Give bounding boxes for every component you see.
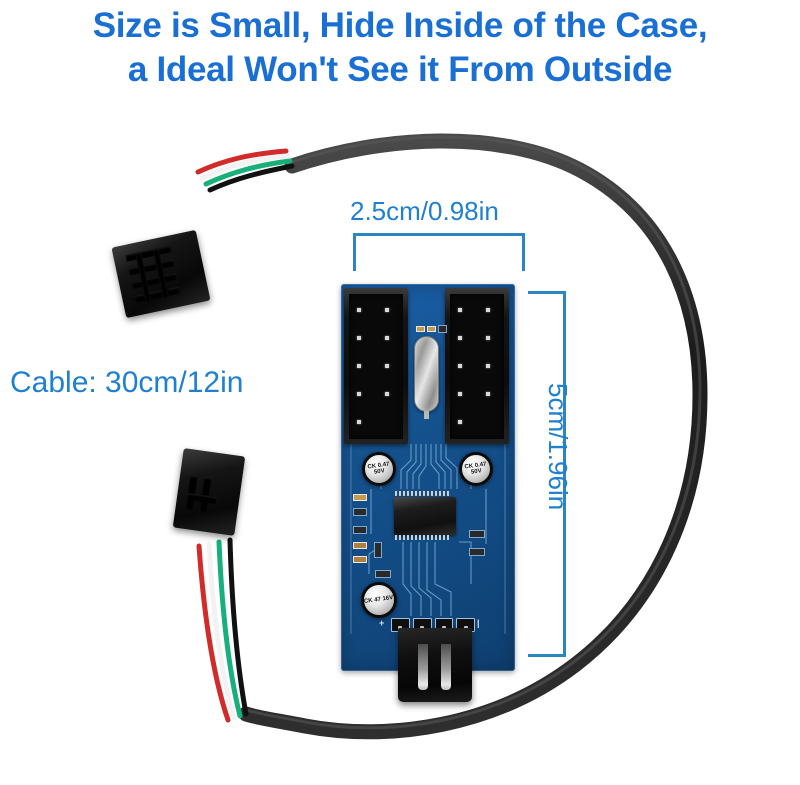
wire-white-bottom xyxy=(206,541,237,721)
usb-header-left-cavity xyxy=(349,294,403,439)
wire-white-top xyxy=(199,153,291,181)
power-blade-right xyxy=(441,644,451,690)
width-dimension-label: 2.5cm/0.98in xyxy=(350,196,499,226)
power-minus-marking: | xyxy=(477,618,480,628)
smd-right-2 xyxy=(469,548,485,556)
smd-left-2 xyxy=(353,508,367,516)
headline-line-1: Size is Small, Hide Inside of the Case, xyxy=(92,6,708,45)
power-blade-left xyxy=(418,644,428,690)
cable-length-label: Cable: 30cm/12in xyxy=(10,366,244,399)
ic-pins-bottom xyxy=(395,535,449,540)
capacitor-right-label: CK 0.47 50V xyxy=(464,461,487,476)
capacitor-bottom-label: CK 47 16V xyxy=(364,594,394,605)
crystal-oscillator xyxy=(414,336,439,419)
cable-connector-bottom xyxy=(172,448,246,536)
wire-black-bottom xyxy=(227,537,249,717)
capacitor-left: CK 0.47 50V xyxy=(362,452,396,486)
cable-connector-top xyxy=(111,229,211,319)
wire-red-top xyxy=(195,148,289,175)
capacitor-bottom: CK 47 16V xyxy=(361,582,397,618)
smd-diode-top xyxy=(438,325,447,333)
wire-black-top xyxy=(207,163,295,193)
width-dimension-bracket xyxy=(353,233,525,271)
power-plus-marking: + xyxy=(379,618,385,628)
height-dimension-bracket xyxy=(528,291,566,657)
usb-header-right xyxy=(445,288,509,444)
capacitor-right: CK 0.47 50V xyxy=(459,452,493,486)
smd-left-4 xyxy=(353,542,367,549)
smd-left-6 xyxy=(374,542,382,558)
wire-green-top xyxy=(203,158,293,187)
ic-pins-top xyxy=(395,491,449,496)
smd-left-7 xyxy=(375,570,391,578)
headline-line-2: a Ideal Won't See it From Outside xyxy=(127,49,673,89)
smd-left-1 xyxy=(353,494,367,501)
smd-right-1 xyxy=(469,530,485,538)
headline: Size is Small, Hide Inside of the Case, … xyxy=(0,4,800,92)
smd-left-5 xyxy=(353,556,367,563)
smd-resistor-top-2 xyxy=(427,326,436,332)
main-ic-chip xyxy=(394,497,456,535)
power-connector-plug xyxy=(398,628,472,702)
usb-header-left xyxy=(344,288,408,444)
wire-green-bottom xyxy=(216,539,243,719)
wire-red-bottom xyxy=(196,543,231,723)
usb-header-right-cavity xyxy=(450,294,504,439)
smd-left-3 xyxy=(353,526,367,534)
height-dimension-label: 5cm/1.96in xyxy=(543,383,573,511)
smd-resistor-top-1 xyxy=(416,326,425,332)
capacitor-left-label: CK 0.47 50V xyxy=(367,461,390,476)
pcb-board: CK 0.47 50V CK 0.47 50V CK 47 16V xyxy=(341,284,515,702)
